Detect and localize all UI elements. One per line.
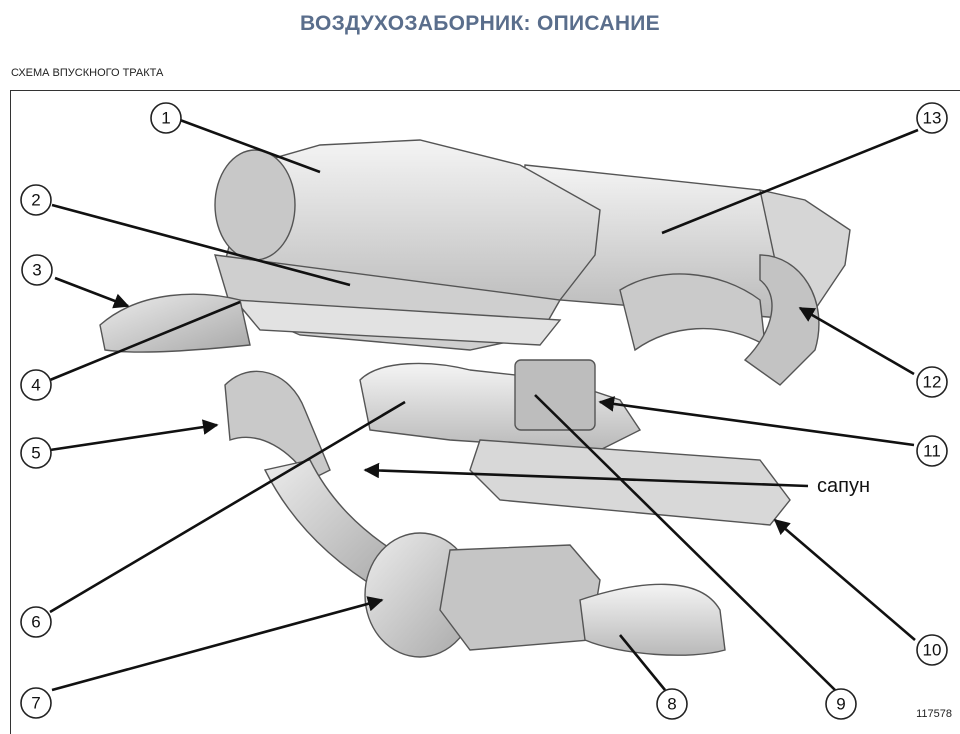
leader-1 xyxy=(179,118,321,174)
breather-label: сапун xyxy=(817,475,870,497)
leader-5 xyxy=(49,419,219,452)
callout-5: 5 xyxy=(20,437,52,469)
leader-7 xyxy=(51,596,384,692)
leader-11 xyxy=(598,396,915,447)
throttle-body xyxy=(514,359,596,431)
callout-label: 5 xyxy=(31,444,40,463)
leader-10 xyxy=(773,518,916,641)
turbo-outlet-pipe xyxy=(579,583,726,656)
diagram-subtitle: СХЕМА ВПУСКНОГО ТРАКТА xyxy=(11,67,164,79)
callout-2: 2 xyxy=(20,184,52,216)
turbo-housing xyxy=(439,544,601,651)
leader-9 xyxy=(534,394,836,691)
callout-1: 1 xyxy=(150,102,182,134)
callout-9: 9 xyxy=(825,688,857,720)
leader-sapun xyxy=(363,462,809,488)
leader-3 xyxy=(54,276,130,309)
callout-4: 4 xyxy=(20,369,52,401)
callout-label: 2 xyxy=(31,191,40,210)
callout-12: 12 xyxy=(916,366,948,398)
callout-label: 11 xyxy=(923,442,941,461)
air-filter-gasket xyxy=(233,299,562,346)
callout-label: 3 xyxy=(32,261,41,280)
leader-13 xyxy=(661,128,919,235)
page-title: ВОЗДУХОЗАБОРНИК: ОПИСАНИЕ xyxy=(300,12,660,35)
callout-label: 1 xyxy=(161,109,170,128)
intake-manifold xyxy=(359,362,642,451)
callout-label: 8 xyxy=(667,695,676,714)
callout-3: 3 xyxy=(21,254,53,286)
charge-air-pipe-right xyxy=(743,254,820,386)
callout-label: 7 xyxy=(31,694,40,713)
leader-8 xyxy=(618,634,667,691)
leader-2 xyxy=(51,203,351,287)
callout-label: 10 xyxy=(923,641,942,660)
callout-10: 10 xyxy=(916,634,948,666)
figure-id: 117578 xyxy=(916,708,952,720)
diagram-frame xyxy=(10,90,960,734)
callout-7: 7 xyxy=(20,687,52,719)
callout-label: 4 xyxy=(31,376,40,395)
callout-13: 13 xyxy=(916,102,948,134)
callout-label: 6 xyxy=(31,613,40,632)
callout-8: 8 xyxy=(656,688,688,720)
callout-6: 6 xyxy=(20,606,52,638)
inlet-duct xyxy=(99,293,251,353)
callout-label: 12 xyxy=(923,373,942,392)
callout-11: 11 xyxy=(916,435,948,467)
exhaust-manifold xyxy=(469,439,791,526)
callout-label: 13 xyxy=(923,109,942,128)
leader-12 xyxy=(798,306,915,376)
leader-6 xyxy=(49,400,406,614)
callout-label: 9 xyxy=(836,695,845,714)
air-inlet-snorkel xyxy=(214,149,296,261)
leader-4 xyxy=(49,300,241,382)
air-hose-corrugated xyxy=(224,370,331,481)
